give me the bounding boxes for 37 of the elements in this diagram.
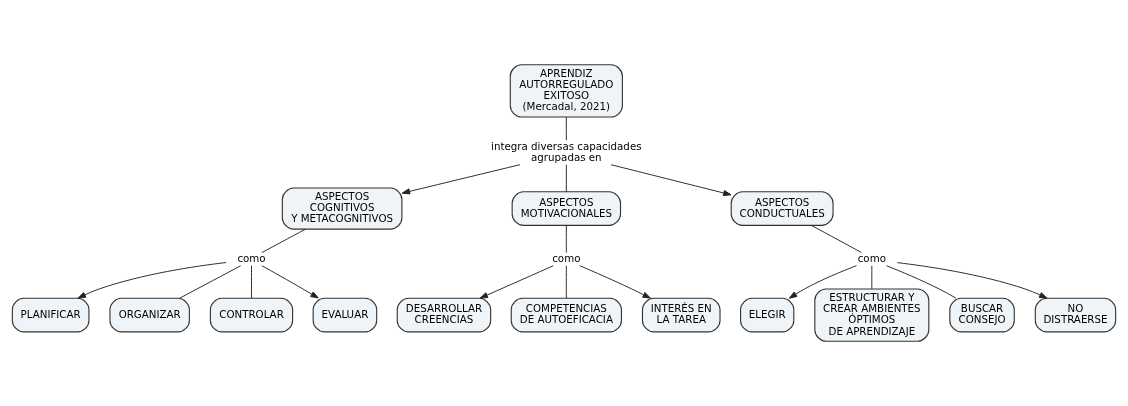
node-box: ASPECTOS MOTIVACIONALES [511, 191, 622, 226]
connector [565, 116, 567, 141]
connector [565, 265, 567, 299]
connector [251, 265, 252, 299]
arrow [579, 265, 651, 299]
connector [261, 228, 306, 253]
node-box: APRENDIZ AUTORREGULADO EXITOSO (Mercadal, 2021) [509, 64, 623, 118]
connector [565, 225, 567, 253]
node-box: NO DISTRAERSE [1034, 297, 1117, 333]
arrow [479, 265, 554, 299]
node-box: DESARROLLAR CREENCIAS [396, 297, 492, 333]
node-box: ASPECTOS COGNITIVOS Y METACOGNITIVOS [281, 187, 403, 230]
node-text: integra diversas capacidades agrupadas en [491, 139, 642, 163]
connector [886, 265, 957, 299]
arrow [261, 265, 319, 299]
node-box: CONTROLAR [209, 297, 294, 333]
node-box: EVALUAR [312, 297, 378, 333]
arrow [788, 265, 857, 299]
arrow [401, 164, 521, 195]
node-box: COMPETENCIAS DE AUTOEFICACIA [510, 297, 622, 333]
node-box: ELEGIR [740, 297, 795, 333]
arrow [896, 262, 1048, 299]
node-text: como [857, 251, 886, 264]
connector [871, 265, 873, 290]
node-text: como [552, 251, 581, 264]
node-box: INTERÉS EN LA TAREA [641, 297, 721, 333]
node-box: PLANIFICAR [11, 297, 90, 333]
node-box: ESTRUCTURAR Y CREAR AMBIENTES ÓPTIMOS DE APRENDIZAJE [814, 288, 930, 342]
connector [179, 265, 242, 299]
node-box: BUSCAR CONSEJO [949, 297, 1015, 333]
node-box: ASPECTOS CONDUCTUALES [730, 191, 834, 226]
arrow [77, 262, 227, 299]
node-box: ORGANIZAR [109, 297, 190, 333]
connector [565, 164, 567, 193]
node-text: como [237, 251, 266, 264]
connector [811, 225, 862, 253]
arrow [610, 164, 732, 197]
